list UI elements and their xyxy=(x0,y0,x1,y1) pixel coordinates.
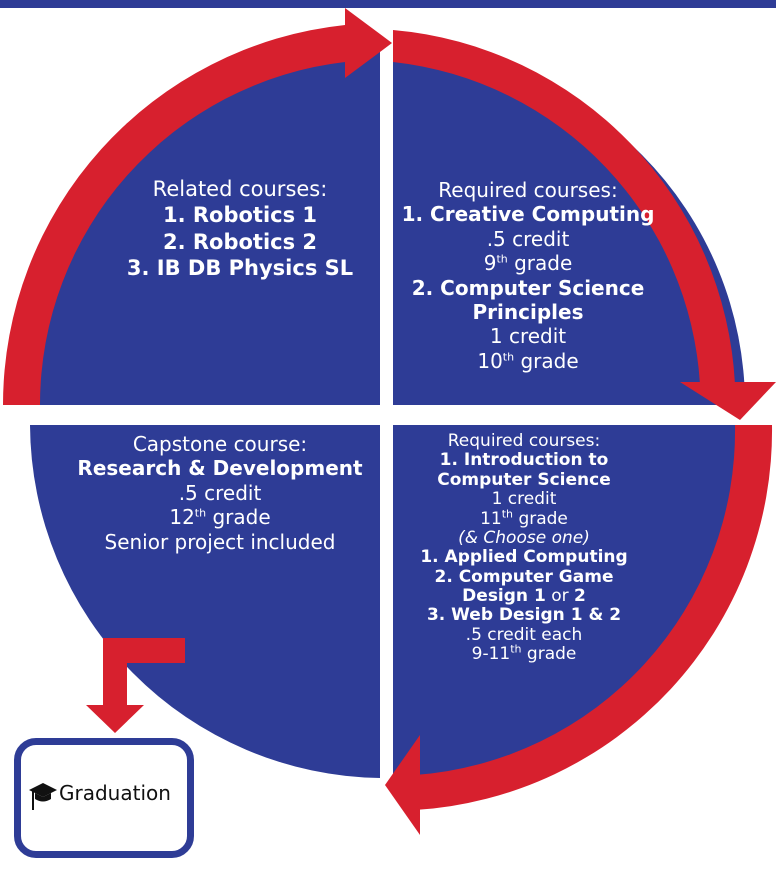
red-arc-bottom-right xyxy=(415,425,773,810)
grade-text: 9-11th grade xyxy=(471,642,577,665)
course-research-development: Research & Development xyxy=(77,456,363,481)
graduation-box: Graduation xyxy=(14,738,194,858)
related-course-item: 1. Robotics 1 xyxy=(162,203,318,228)
related-courses-heading: Related courses: xyxy=(152,177,328,201)
grade-text: 9th grade xyxy=(483,251,573,276)
credit-text: .5 credit each xyxy=(465,624,583,645)
related-course-item: 3. IB DB Physics SL xyxy=(126,256,354,281)
option-game-design-line1: 2. Computer Game xyxy=(434,566,614,587)
quadrant-bottom-left xyxy=(30,425,380,778)
course-intro-cs-line1: 1. Introduction to xyxy=(439,450,609,471)
related-courses-block: Related courses: 1. Robotics 1 2. Roboti… xyxy=(100,176,380,282)
graduation-label: Graduation xyxy=(59,781,171,805)
option-game-design-line2: Design 1 or 2 xyxy=(462,586,586,606)
required-courses-block-bottom: Required courses: 1. Introduction to Com… xyxy=(393,431,655,665)
header-bar xyxy=(0,0,776,8)
required-courses-block-top: Required courses: 1. Creative Computing … xyxy=(388,178,668,373)
related-course-item: 2. Robotics 2 xyxy=(162,229,318,254)
course-cs-principles-line1: 2. Computer Science xyxy=(411,275,645,300)
quadrant-top-right xyxy=(393,50,745,405)
credit-text: .5 credit xyxy=(486,226,570,251)
red-arc-left xyxy=(2,25,345,405)
grade-text: 10th grade xyxy=(477,348,579,373)
required-courses-heading: Required courses: xyxy=(447,431,601,451)
arrowhead-right xyxy=(680,382,776,420)
required-courses-heading: Required courses: xyxy=(438,178,618,202)
credit-text: .5 credit xyxy=(178,480,262,505)
quadrant-top-left xyxy=(29,50,380,405)
graduation-cap-icon xyxy=(29,783,57,810)
option-applied-computing: 1. Applied Computing xyxy=(420,547,628,568)
arrowhead-bottom xyxy=(385,735,420,835)
quadrant-bottom-right xyxy=(393,425,745,778)
graduation-arrow xyxy=(86,638,185,733)
grade-text: 11th grade xyxy=(480,506,568,529)
course-intro-cs-line2: Computer Science xyxy=(437,469,611,490)
grade-text: 12th grade xyxy=(169,505,271,530)
arrowhead-top xyxy=(345,8,392,78)
senior-project-note: Senior project included xyxy=(104,529,336,554)
capstone-heading: Capstone course: xyxy=(132,432,308,456)
course-cs-principles-line2: Principles xyxy=(472,299,584,324)
choose-one-text: (& Choose one) xyxy=(458,527,590,548)
credit-text: 1 credit xyxy=(491,489,557,510)
capstone-course-block: Capstone course: Research & Development … xyxy=(70,432,370,554)
course-creative-computing: 1. Creative Computing xyxy=(401,202,655,227)
credit-text: 1 credit xyxy=(489,324,567,349)
option-web-design: 3. Web Design 1 & 2 xyxy=(426,605,622,626)
red-arc-top-right xyxy=(393,30,735,385)
